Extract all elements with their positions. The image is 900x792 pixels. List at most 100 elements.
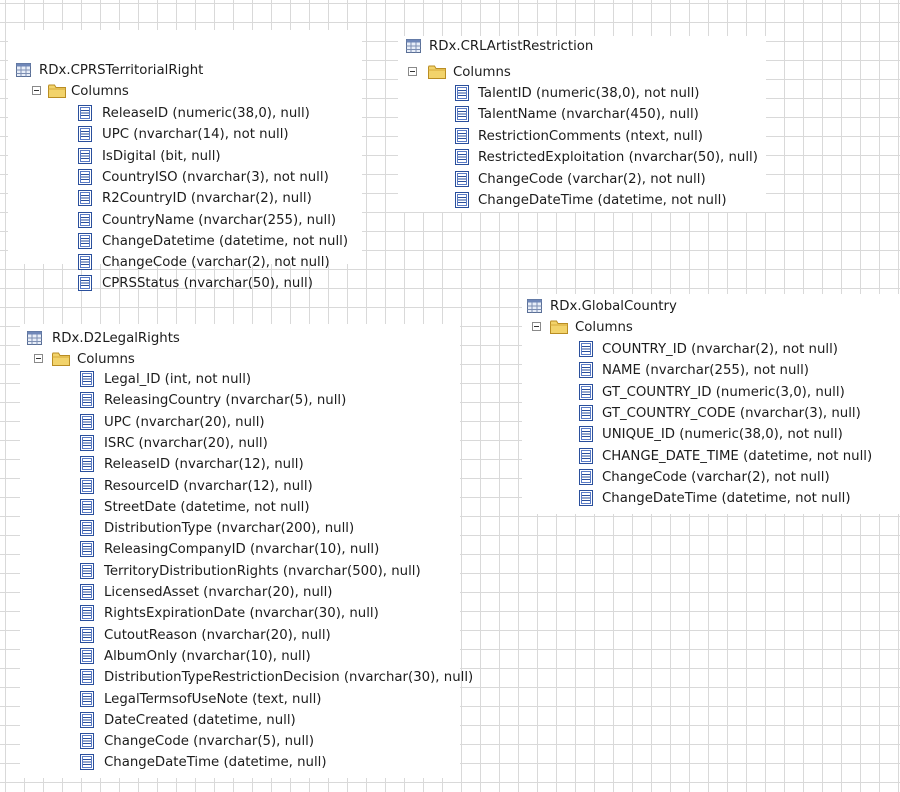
- column-item[interactable]: ISRC (nvarchar(20), null): [20, 433, 460, 454]
- column-label: TalentName (nvarchar(450), null): [478, 107, 699, 123]
- collapse-toggle-icon[interactable]: [32, 86, 41, 95]
- column-label: ChangeCode (nvarchar(5), null): [104, 734, 315, 750]
- column-item[interactable]: CountryName (nvarchar(255), null): [8, 210, 362, 231]
- column-item[interactable]: CHANGE_DATE_TIME (datetime, not null): [522, 446, 900, 467]
- column-label: ChangeDatetime (datetime, not null): [102, 233, 349, 249]
- column-item[interactable]: DistributionType (nvarchar(200), null): [20, 518, 460, 539]
- folder-label[interactable]: Columns: [77, 352, 135, 367]
- table-name[interactable]: RDx.D2LegalRights: [52, 331, 180, 346]
- column-icon: [78, 211, 92, 228]
- folder-label[interactable]: Columns: [71, 84, 129, 99]
- column-item[interactable]: RestrictionComments (ntext, null): [398, 126, 766, 147]
- column-label: RestrictedExploitation (nvarchar(50), nu…: [478, 150, 758, 166]
- column-icon: [80, 711, 94, 728]
- column-label: DistributionType (nvarchar(200), null): [104, 521, 355, 537]
- column-item[interactable]: TerritoryDistributionRights (nvarchar(50…: [20, 561, 460, 582]
- column-label: ChangeDateTime (datetime, null): [104, 755, 327, 771]
- column-icon: [78, 105, 92, 121]
- table-title-row[interactable]: RDx.CPRSTerritorialRight: [8, 60, 362, 81]
- column-item[interactable]: ChangeDatetime (datetime, not null): [8, 231, 362, 252]
- column-item[interactable]: RestrictedExploitation (nvarchar(50), nu…: [398, 147, 766, 168]
- column-label: CountryISO (nvarchar(3), not null): [102, 169, 329, 185]
- table-icon: [527, 299, 542, 313]
- column-icon: [80, 584, 94, 600]
- column-label: COUNTRY_ID (nvarchar(2), not null): [602, 342, 838, 357]
- column-icon: [80, 413, 94, 430]
- column-item[interactable]: CPRSStatus (nvarchar(50), null): [8, 273, 362, 294]
- columns-folder[interactable]: Columns: [8, 81, 362, 102]
- column-item[interactable]: UPC (nvarchar(14), not null): [8, 124, 362, 145]
- column-label: ResourceID (nvarchar(12), null): [104, 478, 313, 494]
- column-item[interactable]: ChangeDateTime (datetime, not null): [398, 190, 766, 211]
- table-name[interactable]: RDx.CPRSTerritorialRight: [39, 63, 204, 78]
- column-label: LegalTermsofUseNote (text, null): [104, 691, 322, 707]
- column-item[interactable]: ChangeCode (nvarchar(5), null): [20, 731, 460, 752]
- columns-folder[interactable]: Columns: [20, 349, 460, 370]
- column-item[interactable]: ReleaseID (numeric(38,0), null): [8, 103, 362, 124]
- column-icon: [80, 520, 94, 537]
- folder-label[interactable]: Columns: [575, 320, 633, 335]
- column-item[interactable]: ChangeDateTime (datetime, null): [20, 752, 460, 773]
- table-title-row[interactable]: RDx.CRLArtistRestriction: [398, 36, 766, 57]
- column-item[interactable]: TalentID (numeric(38,0), not null): [398, 83, 766, 104]
- column-item[interactable]: AlbumOnly (nvarchar(10), null): [20, 646, 460, 667]
- column-icon: [455, 170, 469, 187]
- column-item[interactable]: NAME (nvarchar(255), not null): [522, 360, 900, 381]
- folder-icon: [428, 65, 446, 79]
- column-item[interactable]: CutoutReason (nvarchar(20), null): [20, 625, 460, 646]
- column-item[interactable]: GT_COUNTRY_CODE (nvarchar(3), null): [522, 403, 900, 424]
- column-item[interactable]: StreetDate (datetime, not null): [20, 497, 460, 518]
- column-icon: [455, 149, 469, 166]
- column-item[interactable]: UNIQUE_ID (numeric(38,0), not null): [522, 424, 900, 445]
- collapse-toggle-icon[interactable]: [408, 67, 417, 76]
- column-item[interactable]: ChangeDateTime (datetime, not null): [522, 488, 900, 509]
- column-label: TerritoryDistributionRights (nvarchar(50…: [104, 563, 421, 579]
- column-item[interactable]: ReleasingCompanyID (nvarchar(10), null): [20, 539, 460, 560]
- column-item[interactable]: ResourceID (nvarchar(12), null): [20, 476, 460, 497]
- table-icon: [16, 63, 31, 77]
- column-item[interactable]: R2CountryID (nvarchar(2), null): [8, 188, 362, 209]
- column-icon: [579, 468, 593, 485]
- column-item[interactable]: Legal_ID (int, not null): [20, 369, 460, 390]
- column-item[interactable]: LegalTermsofUseNote (text, null): [20, 689, 460, 710]
- column-item[interactable]: DateCreated (datetime, null): [20, 710, 460, 731]
- column-item[interactable]: LicensedAsset (nvarchar(20), null): [20, 582, 460, 603]
- column-item[interactable]: UPC (nvarchar(20), null): [20, 412, 460, 433]
- folder-label[interactable]: Columns: [453, 65, 511, 80]
- column-item[interactable]: CountryISO (nvarchar(3), not null): [8, 167, 362, 188]
- column-item[interactable]: ChangeCode (varchar(2), not null): [8, 252, 362, 273]
- column-label: ChangeDateTime (datetime, not null): [602, 491, 851, 507]
- column-item[interactable]: DistributionTypeRestrictionDecision (nva…: [20, 667, 473, 688]
- column-icon: [455, 127, 469, 144]
- column-label: ChangeDateTime (datetime, not null): [478, 193, 727, 208]
- column-item[interactable]: IsDigital (bit, null): [8, 146, 362, 167]
- column-label: TalentID (numeric(38,0), not null): [478, 86, 700, 101]
- collapse-toggle-icon[interactable]: [532, 322, 541, 331]
- column-item[interactable]: ReleaseID (nvarchar(12), null): [20, 454, 460, 475]
- columns-folder[interactable]: Columns: [522, 317, 900, 338]
- column-icon: [579, 383, 593, 400]
- columns-folder[interactable]: Columns: [398, 62, 766, 83]
- column-item[interactable]: ChangeCode (varchar(2), not null): [522, 467, 900, 488]
- column-icon: [455, 192, 469, 208]
- column-item[interactable]: COUNTRY_ID (nvarchar(2), not null): [522, 339, 900, 360]
- table-title-row[interactable]: RDx.D2LegalRights: [20, 328, 460, 349]
- column-item[interactable]: GT_COUNTRY_ID (numeric(3,0), null): [522, 382, 900, 403]
- column-label: ISRC (nvarchar(20), null): [104, 435, 268, 451]
- column-label: CHANGE_DATE_TIME (datetime, not null): [602, 448, 873, 464]
- column-item[interactable]: TalentName (nvarchar(450), null): [398, 104, 766, 125]
- table-title-row[interactable]: RDx.GlobalCountry: [522, 296, 900, 317]
- table-name[interactable]: RDx.CRLArtistRestriction: [429, 39, 594, 54]
- column-item[interactable]: RightsExpirationDate (nvarchar(30), null…: [20, 603, 460, 624]
- column-item[interactable]: ChangeCode (varchar(2), not null): [398, 169, 766, 190]
- table-name[interactable]: RDx.GlobalCountry: [550, 299, 677, 314]
- table-icon: [27, 331, 42, 345]
- collapse-toggle-icon[interactable]: [34, 354, 43, 363]
- column-icon: [78, 126, 92, 143]
- column-item[interactable]: ReleasingCountry (nvarchar(5), null): [20, 390, 460, 411]
- column-label: NAME (nvarchar(255), not null): [602, 363, 809, 379]
